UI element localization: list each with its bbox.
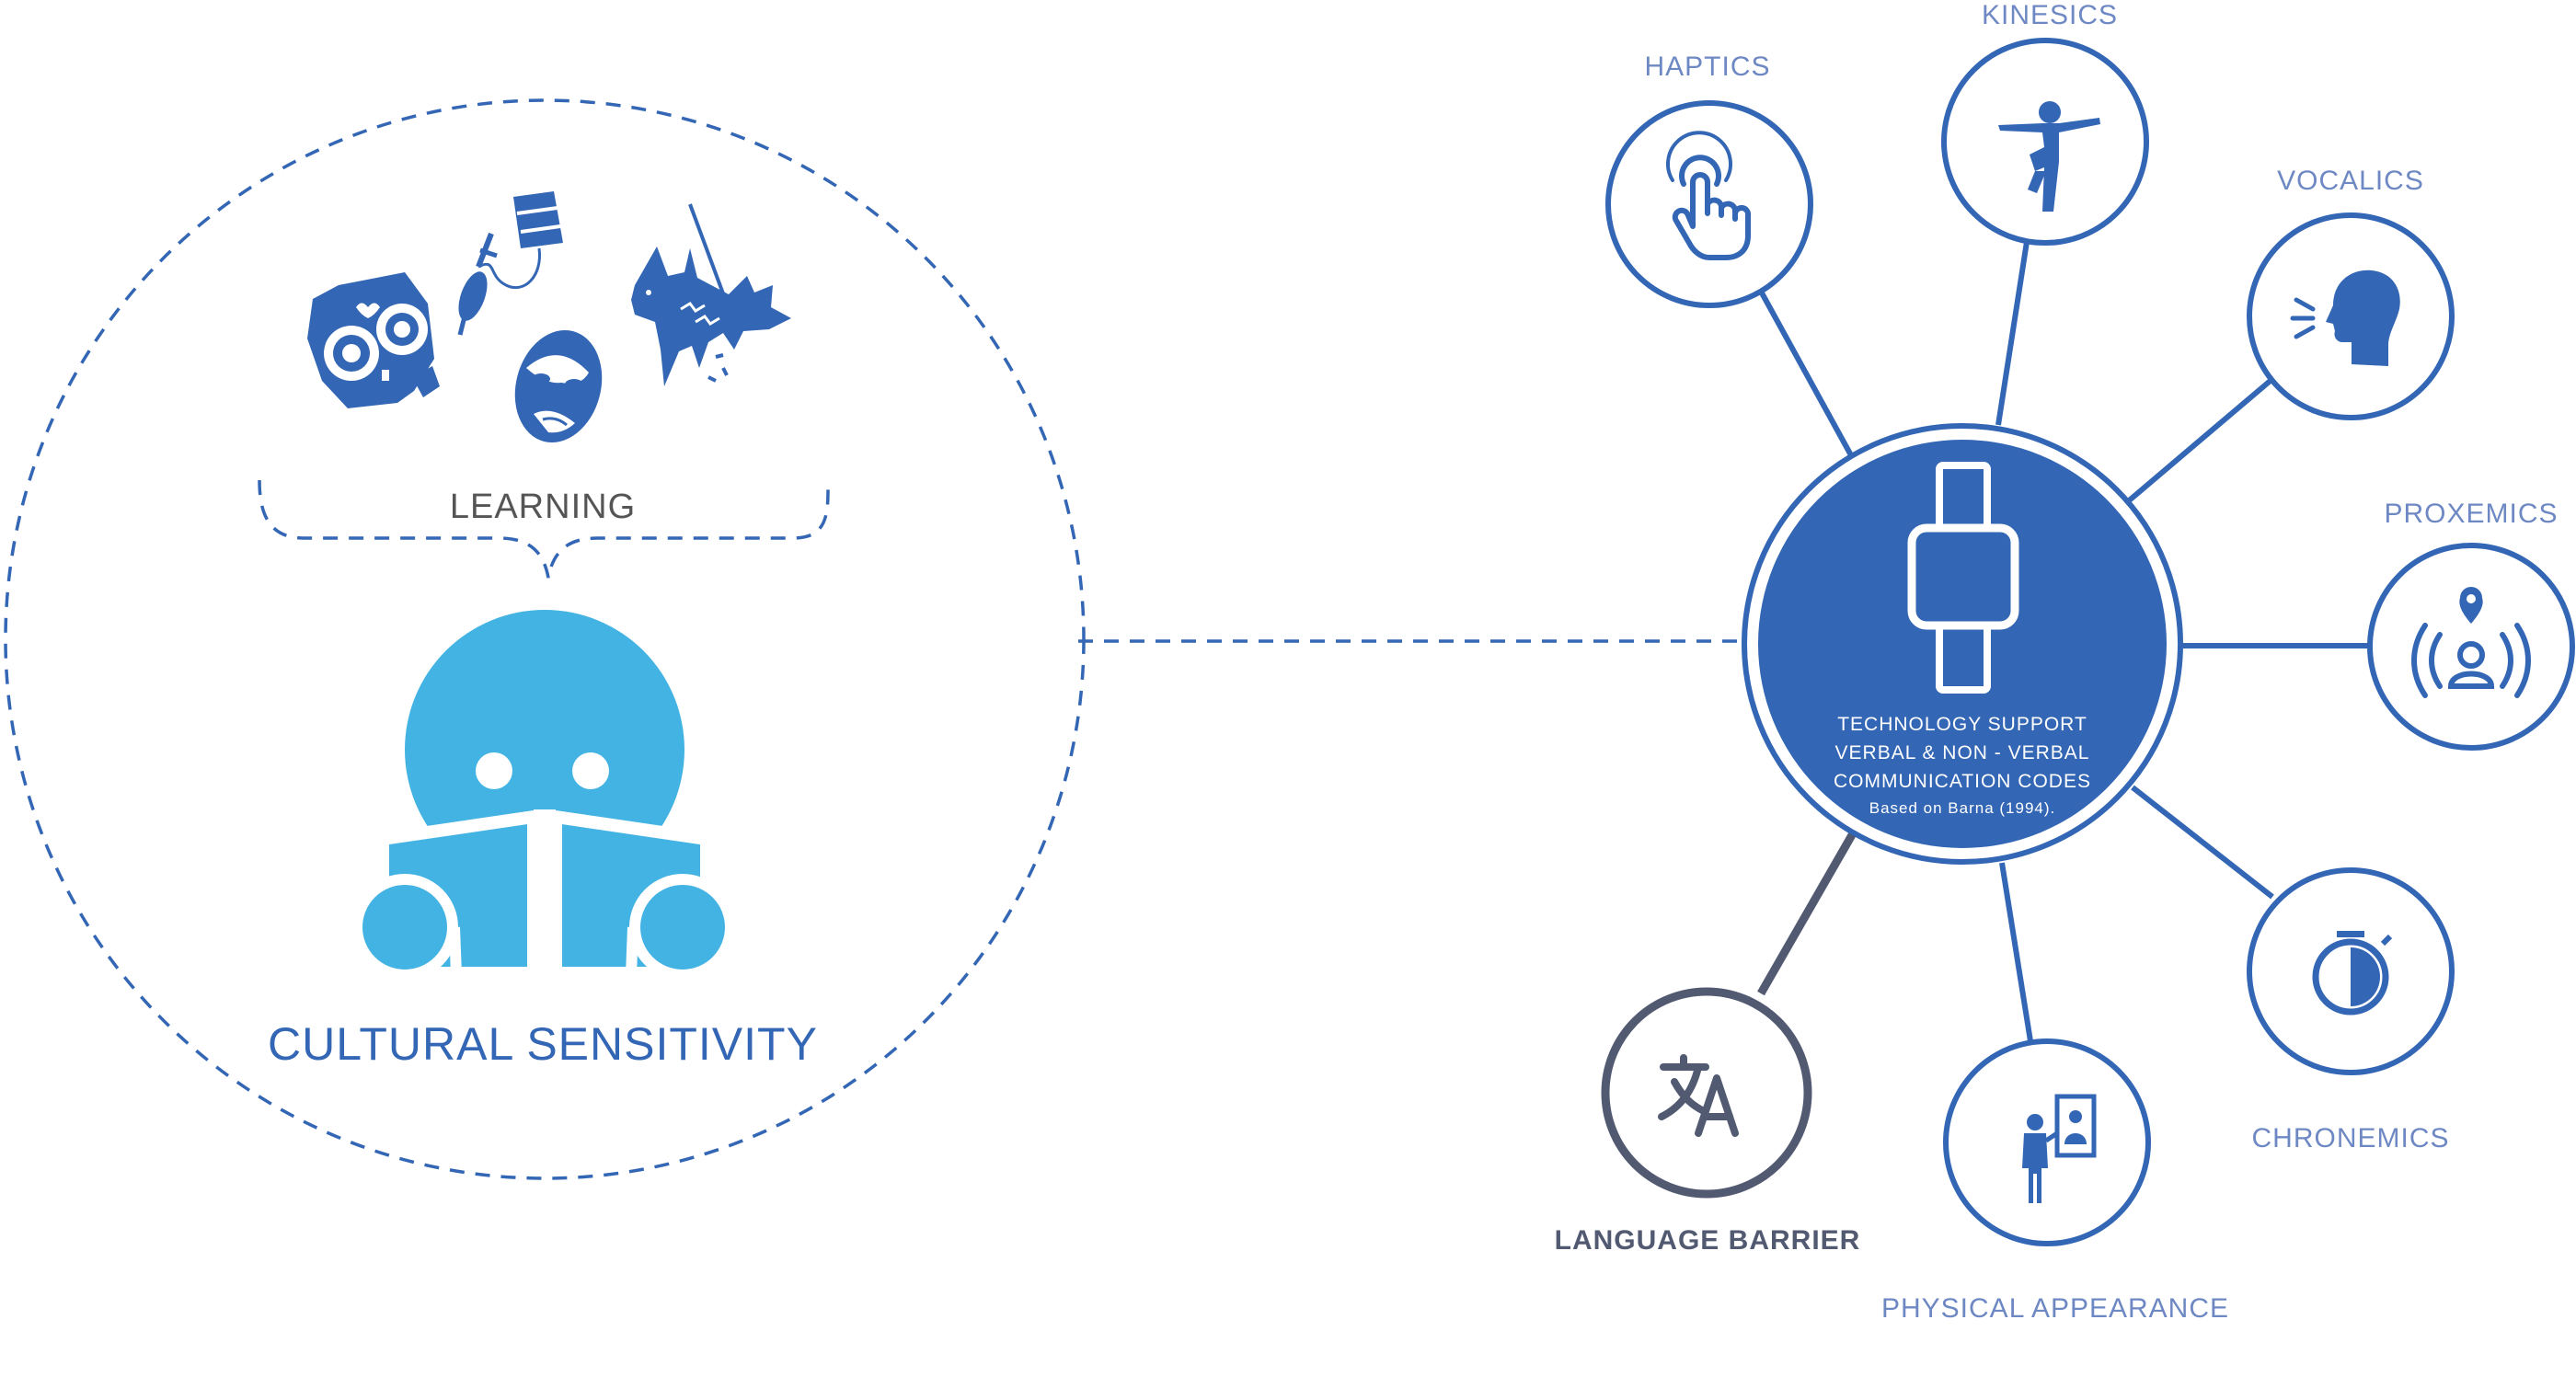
- node-proxemics: PROXEMICS: [2367, 499, 2575, 751]
- node-physical-appearance: PHYSICAL APPEARANCE: [1881, 1038, 2229, 1324]
- spoke-chronemics: [2131, 785, 2274, 900]
- translate-icon: [1658, 1054, 1739, 1137]
- spoke-haptics: [1756, 286, 1854, 457]
- hub-spokes: [1756, 241, 2369, 1048]
- location-person-icon: [2411, 587, 2531, 698]
- learning-brace: [258, 479, 830, 579]
- hub-source: Based on Barna (1994).: [1869, 799, 2056, 817]
- dashed-boundary-circle: [4, 98, 1086, 1180]
- hub-line-2: VERBAL & NON - VERBAL: [1835, 742, 2090, 763]
- spoke-kinesics: [1995, 241, 2030, 426]
- language-barrier-label: LANGUAGE BARRIER: [1555, 1225, 1861, 1256]
- chronemics-label: CHRONEMICS: [2251, 1123, 2449, 1153]
- vocalics-label: VOCALICS: [2277, 166, 2424, 196]
- physical-appearance-label: PHYSICAL APPEARANCE: [1881, 1293, 2229, 1324]
- wrestler-mask-icon: [514, 329, 603, 443]
- learning-label: LEARNING: [450, 488, 636, 526]
- spoke-vocalics: [2125, 376, 2274, 505]
- pinata-donkey-icon: [631, 203, 791, 386]
- hub-line-1: TECHNOLOGY SUPPORT: [1837, 714, 2087, 735]
- node-haptics: HAPTICS: [1605, 52, 1813, 308]
- node-language-barrier: LANGUAGE BARRIER: [1555, 987, 1861, 1256]
- cultural-sensitivity-group: LEARNING CULTURAL SENSITIVITY: [4, 98, 1086, 1180]
- mirror-person-icon: [2022, 1094, 2097, 1203]
- touch-hand-icon: [1666, 131, 1752, 260]
- reading-robot-icon: [351, 610, 736, 981]
- node-chronemics: CHRONEMICS: [2247, 867, 2455, 1153]
- body-movement-icon: [1998, 101, 2100, 212]
- speaking-head-icon: [2290, 270, 2400, 366]
- hub-line-3: COMMUNICATION CODES: [1834, 771, 2091, 792]
- spoke-language-barrier: [1757, 831, 1857, 996]
- cultural-sensitivity-label: CULTURAL SENSITIVITY: [268, 1018, 818, 1070]
- sugar-skull-icon: [307, 272, 440, 408]
- kinesics-label: KINESICS: [1982, 0, 2118, 30]
- spoke-physical-appearance: [1999, 862, 2034, 1048]
- maraca-drum-icon: [457, 191, 563, 336]
- node-kinesics: KINESICS: [1941, 0, 2149, 246]
- technology-support-hub: TECHNOLOGY SUPPORT VERBAL & NON - VERBAL…: [1742, 423, 2183, 865]
- node-vocalics: VOCALICS: [2247, 166, 2455, 420]
- smartwatch-icon: [1907, 462, 2019, 694]
- haptics-label: HAPTICS: [1644, 52, 1770, 82]
- timer-icon: [2312, 931, 2393, 1016]
- proxemics-label: PROXEMICS: [2384, 499, 2558, 529]
